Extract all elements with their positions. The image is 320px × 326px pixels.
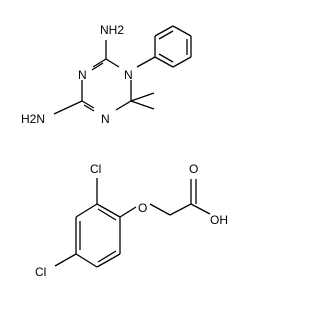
cl-lower-label: Cl (35, 265, 46, 279)
bond-n-cme2 (115, 100, 132, 111)
bond-methyl-1 (130, 92, 155, 102)
n-top-ring-label: N (78, 68, 87, 82)
cl-upper-label: Cl (90, 162, 101, 176)
structure-canvas: NH2 N N H2N N Cl O O OH Cl (21, 23, 228, 279)
triazine-molecule: NH2 N N H2N N (21, 23, 192, 126)
oh-label: OH (210, 213, 228, 227)
bond-c-cl-lower (54, 253, 77, 267)
dichlorophenoxyacetic-molecule: Cl O O OH Cl (35, 162, 228, 279)
bond-c-o (119, 206, 137, 218)
phenyl-bond (172, 56, 192, 68)
n-phenyl-label: N (124, 68, 133, 82)
ring-bond (75, 203, 98, 218)
phenyl-inner-bond (158, 53, 174, 63)
bond-c-n-phenyl (105, 58, 120, 68)
ring-bond (75, 253, 98, 268)
o-carbonyl-label: O (189, 162, 198, 176)
ring-bond (96, 253, 121, 268)
phenyl-inner-bond (158, 30, 174, 40)
o-ether-label: O (138, 201, 147, 215)
bond-n-phenyl (136, 56, 156, 68)
bond-c-n-top-double (91, 62, 104, 71)
bond-c-n-bottom (81, 100, 95, 109)
bond-methyl-2 (130, 100, 155, 110)
nh2-top-label: NH2 (100, 23, 124, 37)
h2n-left-label: H2N (21, 112, 45, 126)
phenyl-bond (154, 25, 174, 37)
phenyl-bond (172, 25, 192, 37)
ring-bond (96, 203, 121, 218)
bond-ch2-c (169, 203, 192, 216)
bond-c-h2n (53, 100, 83, 115)
bond-c-n-bottom-double (83, 104, 95, 112)
n-bottom-ring-label: N (101, 112, 110, 126)
bond-c-oh (190, 203, 211, 215)
bond-c-n-top (92, 58, 107, 68)
ring-inner-bond (97, 208, 117, 221)
ring-inner-bond (97, 250, 117, 263)
bond-o-ch2 (149, 203, 171, 216)
phenyl-bond (154, 56, 174, 68)
